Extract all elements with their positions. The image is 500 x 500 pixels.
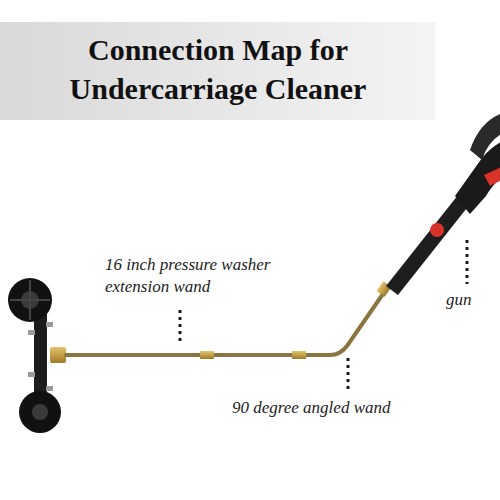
leader-line [347, 358, 350, 392]
part-label: 16 inch pressure washer extension wand [105, 254, 305, 298]
part-label: 90 degree angled wand [232, 397, 462, 419]
leader-line [179, 310, 182, 342]
title-band [0, 22, 435, 120]
leader-line [466, 240, 469, 284]
part-label: gun [446, 289, 496, 311]
title: Connection Map for Undercarriage Cleaner [38, 30, 398, 108]
spray-gun [386, 112, 500, 295]
undercarriage-cleaner [8, 278, 66, 433]
